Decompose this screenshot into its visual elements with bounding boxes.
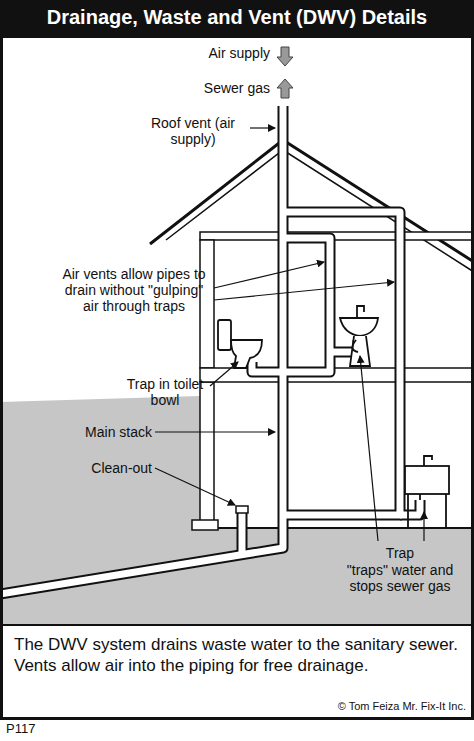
title-band [0,0,474,38]
note-label: "traps" water and stops sewer gas [330,562,470,594]
foundation-wall [200,382,214,528]
gas-label: Sewer gas [170,80,270,96]
frame [2,2,473,719]
part-label: Main stack [50,424,152,440]
copyright: © Tom Feiza Mr. Fix-It Inc. [262,700,466,713]
clean-out-cap [236,506,248,513]
wall [200,240,214,368]
part-label: Clean-out [50,460,152,476]
air-label: Air supply [170,45,270,61]
ceiling [200,232,474,240]
air-arrow [277,47,293,66]
caption-panel [0,625,474,718]
note-label: Air vents allow pipes to drain without "… [58,266,210,314]
sink [340,306,378,366]
dwv-pipes [0,106,420,594]
part-label: Trap [330,545,470,561]
page-number: P117 [6,722,66,737]
leader-lines [155,128,424,541]
roof [150,140,474,262]
part-label: Roof vent (air supply) [140,115,246,147]
caption: The DWV system drains waste water to the… [14,634,460,677]
laundry-tub [405,456,449,528]
title: Drainage, Waste and Vent (DWV) Details [0,6,474,29]
part-label: Trap in toilet bowl [122,376,208,408]
gas-arrow [277,79,293,98]
toilet [218,320,262,368]
floor [200,368,474,382]
